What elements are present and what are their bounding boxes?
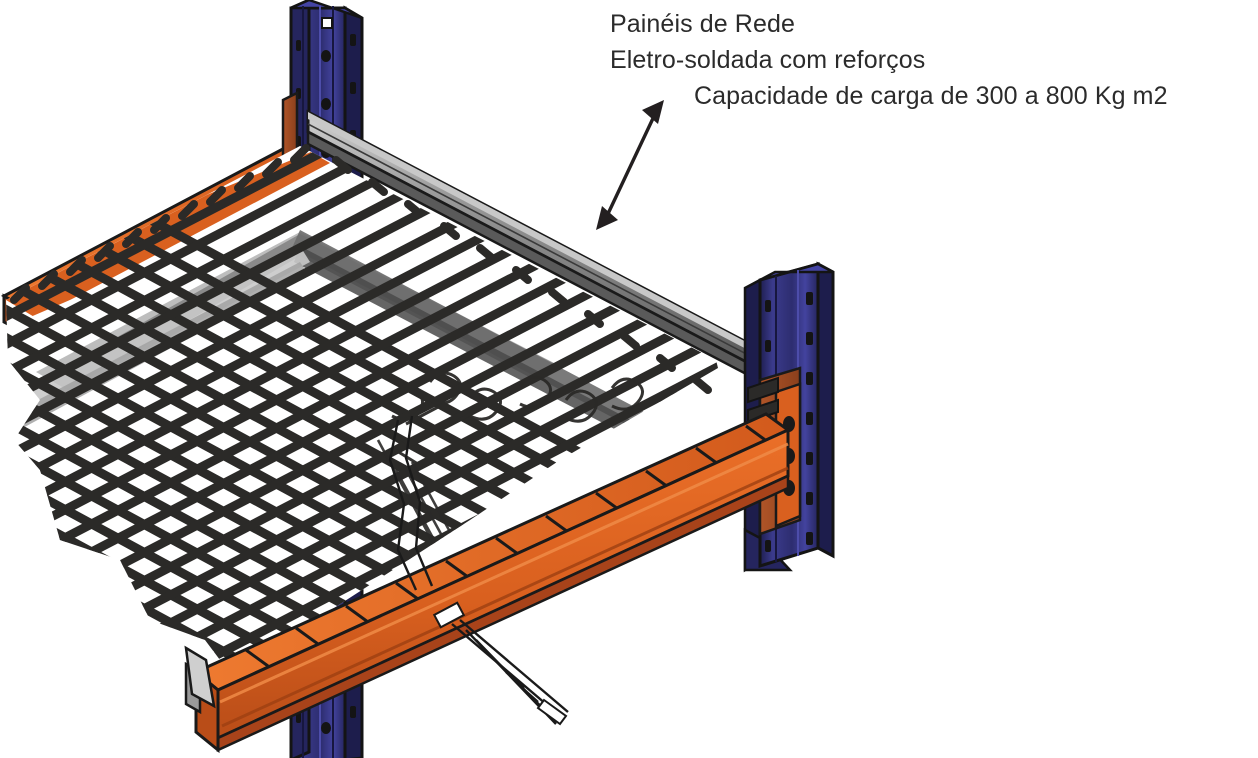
deck-corner-plate <box>184 645 216 709</box>
annotation-text-block: Painéis de Rede Eletro-soldada com refor… <box>610 6 1258 110</box>
front-load-beam[interactable] <box>193 412 791 754</box>
annotation-line-3: Capacidade de carga de 300 a 800 Kg m2 <box>694 82 1168 110</box>
annotation-line-2: Eletro-soldada com reforços <box>610 46 926 74</box>
double-headed-arrow <box>596 100 664 230</box>
mesh-clip-detail <box>388 415 466 629</box>
wire-ends-detail <box>451 619 569 726</box>
annotation-line-1: Painéis de Rede <box>610 10 795 38</box>
grey-support-rail <box>306 109 794 401</box>
mesh-edge-stubs <box>10 144 310 304</box>
mesh-edge-stubs-right <box>332 156 712 394</box>
